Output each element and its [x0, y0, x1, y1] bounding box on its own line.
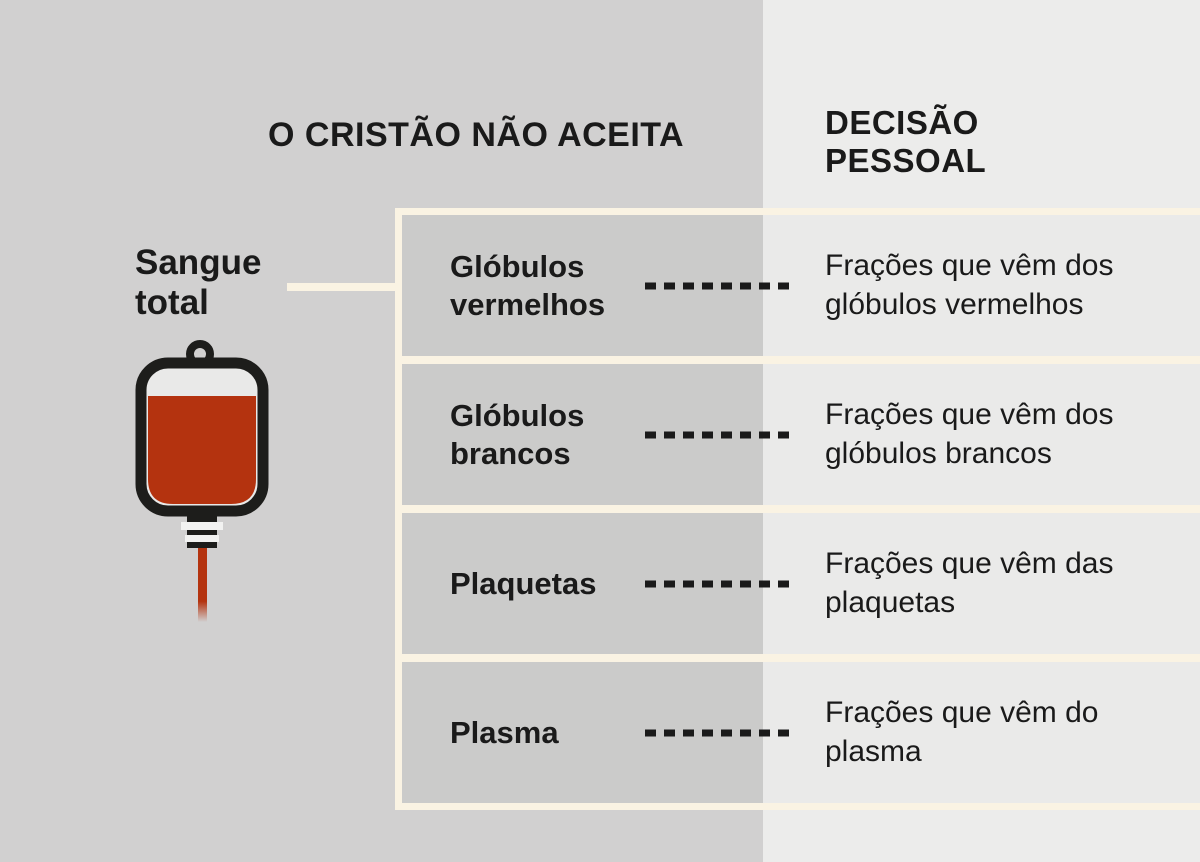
- fraction-cell-red-cells: Frações que vêm dos glóbulos vermelhos: [763, 215, 1200, 356]
- whole-blood-label-line2: total: [135, 282, 209, 322]
- header-right-line2: PESSOAL: [825, 141, 987, 179]
- fraction-label: Frações que vêm das plaquetas: [825, 547, 1114, 619]
- fraction-label: Frações que vêm dos glóbulos vermelhos: [825, 249, 1114, 321]
- dashed-connector: [645, 282, 790, 289]
- fraction-label: Frações que vêm do plasma: [825, 696, 1099, 768]
- fraction-cell-plasma: Frações que vêm do plasma: [763, 662, 1200, 803]
- component-cell-platelets: Plaquetas: [402, 513, 763, 654]
- column-header-personal-decision: DECISÃO PESSOAL: [825, 104, 986, 179]
- component-label: Plaquetas: [450, 565, 597, 601]
- whole-blood-connector-line: [287, 283, 397, 291]
- fraction-cell-white-cells: Frações que vêm dos glóbulos brancos: [763, 364, 1200, 505]
- table-row: Plasma Frações que vêm do plasma: [402, 662, 1200, 803]
- blood-bag-icon: [135, 340, 269, 622]
- component-label: Glóbulos vermelhos: [450, 249, 606, 322]
- whole-blood-label-line1: Sangue: [135, 243, 262, 282]
- fraction-cell-platelets: Frações que vêm das plaquetas: [763, 513, 1200, 654]
- components-table: Glóbulos vermelhos Frações que vêm dos g…: [395, 208, 1200, 810]
- whole-blood-label: Sangue total: [135, 243, 261, 323]
- dashed-connector: [645, 729, 790, 736]
- header-right-line1: DECISÃO: [825, 104, 979, 141]
- fraction-label: Frações que vêm dos glóbulos brancos: [825, 398, 1114, 470]
- table-row: Plaquetas Frações que vêm das plaquetas: [402, 513, 1200, 654]
- column-header-not-accept: O CRISTÃO NÃO ACEITA: [268, 116, 685, 154]
- dashed-connector: [645, 580, 790, 587]
- table-row: Glóbulos vermelhos Frações que vêm dos g…: [402, 215, 1200, 356]
- component-label: Glóbulos brancos: [450, 398, 585, 471]
- table-row: Glóbulos brancos Frações que vêm dos gló…: [402, 364, 1200, 505]
- dashed-connector: [645, 431, 790, 438]
- component-label: Plasma: [450, 714, 559, 750]
